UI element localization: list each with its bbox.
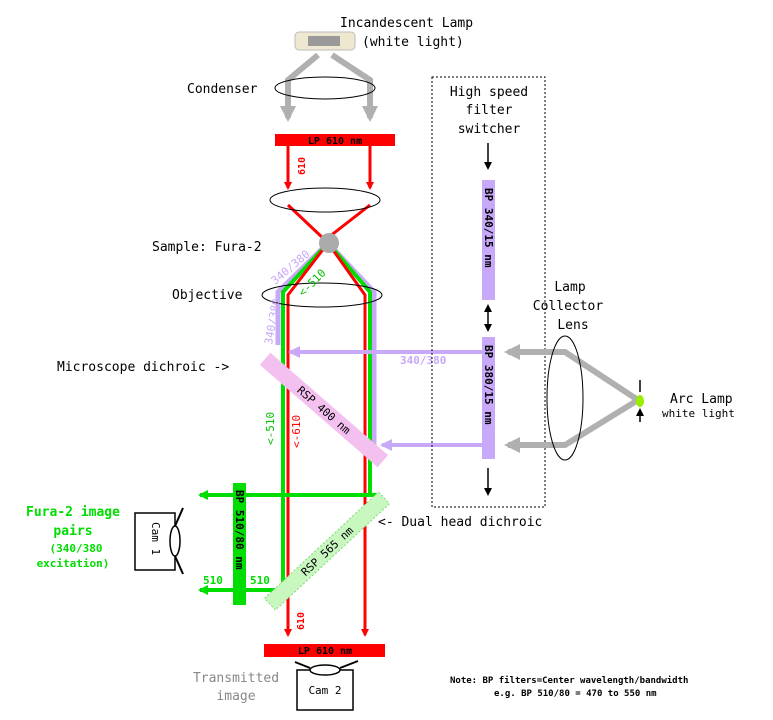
collector-lens bbox=[546, 335, 584, 461]
arc-lamp-beam bbox=[504, 344, 640, 453]
fura-label-4: excitation) bbox=[37, 557, 110, 570]
emission-510-vertical: <-510 bbox=[264, 412, 277, 445]
collector-label: Lamp Collector Lens bbox=[533, 280, 604, 333]
fura-label-1: Fura-2 image bbox=[26, 505, 120, 520]
microscope-dichroic-label: Microscope dichroic -> bbox=[57, 360, 229, 375]
objective-lens bbox=[261, 282, 383, 308]
excitation-label-horizontal: 340/380 bbox=[400, 354, 446, 367]
lp-610-top-filter bbox=[275, 134, 395, 146]
lamp-subtitle: (white light) bbox=[362, 35, 464, 50]
condenser-lens bbox=[274, 76, 376, 100]
switcher-line-1: High speed bbox=[450, 85, 528, 100]
rsp400-label: RSP 400 nm bbox=[294, 384, 353, 438]
wavelength-610-top: 610 bbox=[297, 157, 308, 175]
white-light-beam bbox=[280, 52, 378, 122]
cam2-label: Cam 2 bbox=[308, 684, 341, 697]
collector-line-1: Lamp bbox=[554, 280, 585, 295]
note-line-1: Note: BP filters=Center wavelength/bandw… bbox=[450, 675, 688, 686]
lamp-title: Incandescent Lamp bbox=[340, 16, 473, 31]
objective-label: Objective bbox=[172, 288, 243, 303]
condenser-lens-2 bbox=[269, 187, 381, 213]
filter-switcher-title: High speed filter switcher bbox=[450, 85, 528, 137]
bp380-label: BP 380/15 nm bbox=[482, 345, 495, 425]
rsp565-label: RSP 565 nm bbox=[299, 524, 357, 579]
transmitted-label-1: Transmitted bbox=[193, 671, 279, 686]
sample-label: Sample: Fura-2 bbox=[152, 240, 262, 255]
condenser-label: Condenser bbox=[187, 82, 258, 97]
bp340-label: BP 340/15 nm bbox=[482, 188, 495, 268]
arc-lamp-sublabel: white light bbox=[662, 407, 735, 420]
collector-line-2: Collector bbox=[533, 299, 604, 314]
camera-1-icon: Cam 1 bbox=[134, 507, 184, 575]
switcher-line-2: filter bbox=[466, 103, 513, 118]
cam1-label: Cam 1 bbox=[149, 522, 162, 555]
collector-line-3: Lens bbox=[557, 318, 588, 333]
camera-2-icon: Cam 2 bbox=[294, 660, 359, 711]
fura-label-3: (340/380 bbox=[50, 542, 103, 555]
bp-340-filter: BP 340/15 nm bbox=[482, 180, 495, 300]
bp-380-filter: BP 380/15 nm bbox=[482, 337, 495, 459]
switcher-line-3: switcher bbox=[458, 122, 521, 137]
lp-610-top-label: LP 610 nm bbox=[308, 136, 362, 147]
bp-510-filter: BP 510/80 nm bbox=[233, 483, 246, 605]
fura-image-pairs-label: Fura-2 image pairs (340/380 excitation) bbox=[26, 505, 120, 570]
sample-dot bbox=[319, 233, 339, 253]
transmitted-label-2: image bbox=[216, 689, 255, 704]
incandescent-lamp-icon bbox=[294, 31, 356, 51]
note-line-2: e.g. BP 510/80 = 470 to 550 nm bbox=[494, 689, 657, 699]
bp510-label: BP 510/80 nm bbox=[233, 490, 246, 570]
lp-610-bottom-label: LP 610 nm bbox=[298, 646, 352, 657]
fura-label-2: pairs bbox=[53, 524, 92, 539]
arc-lamp-icon bbox=[636, 380, 644, 422]
wavelength-610-bottom: 610 bbox=[296, 612, 307, 630]
emission-610-vertical: <-610 bbox=[290, 415, 303, 448]
wavelength-510-out: 510 bbox=[203, 574, 223, 587]
filter-switcher-box bbox=[431, 76, 546, 508]
dual-head-dichroic-label: <- Dual head dichroic bbox=[378, 515, 542, 530]
arc-lamp-label: Arc Lamp bbox=[670, 392, 733, 407]
lp-610-bottom-filter bbox=[264, 644, 385, 657]
wavelength-510-in: 510 bbox=[250, 574, 270, 587]
